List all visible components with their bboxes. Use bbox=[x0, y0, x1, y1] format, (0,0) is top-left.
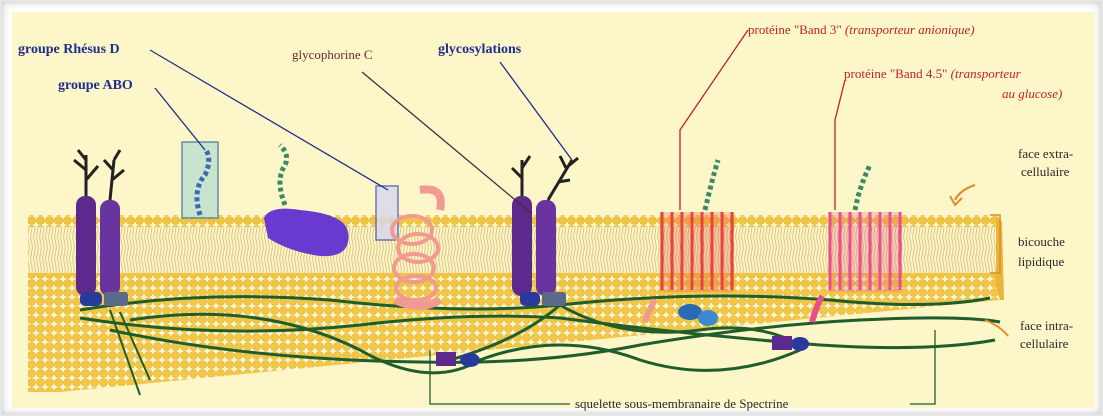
label-band45-detail-1: (transporteur bbox=[951, 66, 1021, 81]
abo-glycolipid bbox=[182, 142, 218, 218]
label-band3-main: protéine "Band 3" bbox=[748, 22, 842, 37]
label-glycophorine: glycophorine C bbox=[292, 47, 373, 63]
label-band45-detail-2: au glucose) bbox=[1002, 86, 1062, 102]
label-band3-detail: (transporteur anionique) bbox=[845, 22, 975, 37]
label-glycosylations: glycosylations bbox=[438, 42, 521, 58]
label-band45-main: protéine "Band 4.5" bbox=[844, 66, 947, 81]
label-band3: protéine "Band 3" (transporteur anioniqu… bbox=[748, 22, 975, 38]
label-bicouche-1: bicouche bbox=[1018, 234, 1065, 250]
label-face-extra-2: cellulaire bbox=[1021, 164, 1069, 180]
label-spectrine: squelette sous-membranaire de Spectrine bbox=[575, 396, 788, 412]
protein-peripheral bbox=[264, 145, 348, 256]
protein-rhesus-left bbox=[74, 150, 128, 306]
label-bicouche-2: lipidique bbox=[1018, 254, 1064, 270]
label-rhesus: groupe Rhésus D bbox=[18, 42, 120, 58]
label-face-intra-1: face intra- bbox=[1020, 318, 1073, 334]
label-face-intra-2: cellulaire bbox=[1020, 336, 1068, 352]
label-band45: protéine "Band 4.5" (transporteur bbox=[844, 66, 1021, 82]
label-abo: groupe ABO bbox=[58, 78, 133, 94]
label-face-extra-1: face extra- bbox=[1018, 146, 1073, 162]
